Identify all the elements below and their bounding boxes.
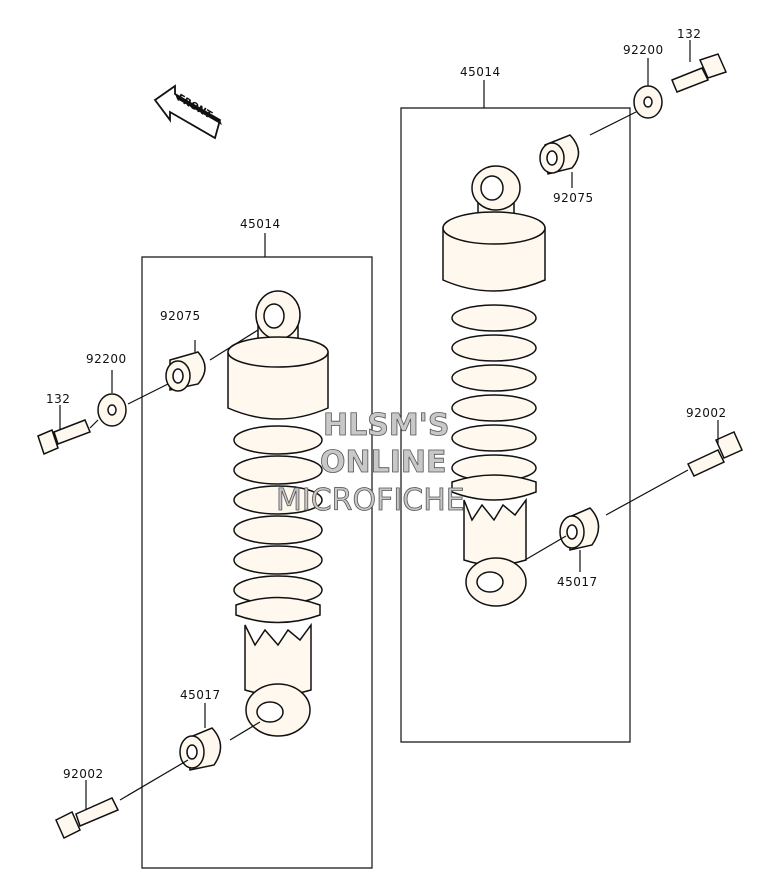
left-spring [233, 425, 323, 605]
right-shock-label: 45014 [460, 65, 501, 79]
left-bushing [179, 727, 222, 771]
left-shock-absorber [227, 290, 329, 737]
left-collar [165, 351, 206, 392]
right-bushing-label: 45017 [557, 575, 598, 589]
right-washer-label: 92200 [623, 43, 664, 57]
left-bottom-bolt-label: 92002 [63, 767, 104, 781]
watermark-line1: HLSM'S [323, 408, 449, 443]
left-bolt [37, 419, 91, 456]
watermark-line3: MICROFICHE [276, 483, 465, 518]
right-washer [633, 85, 663, 119]
right-bolt [671, 53, 728, 93]
right-shock-absorber [442, 165, 546, 607]
left-shock-label: 45014 [240, 217, 281, 231]
left-washer [97, 393, 127, 427]
front-arrow-icon: FRONT [153, 84, 222, 140]
watermark: HLSM'S ONLINE MICROFICHE [276, 408, 466, 519]
right-bottom-bolt [686, 431, 743, 477]
right-bushing [559, 507, 600, 551]
left-collar-label: 92075 [160, 309, 201, 323]
right-shock-assembly: 45014 [400, 27, 743, 743]
left-washer-label: 92200 [86, 352, 127, 366]
right-collar-label: 92075 [553, 191, 594, 205]
watermark-line2: ONLINE [320, 445, 447, 480]
left-bushing-label: 45017 [180, 688, 221, 702]
left-bolt-label: 132 [46, 392, 70, 406]
left-bottom-bolt [55, 797, 120, 840]
right-spring [451, 304, 537, 482]
right-bottom-bolt-label: 92002 [686, 406, 727, 420]
right-collar [539, 134, 580, 175]
left-shock-assembly: 45014 [37, 217, 373, 869]
right-bolt-label: 132 [677, 27, 701, 41]
